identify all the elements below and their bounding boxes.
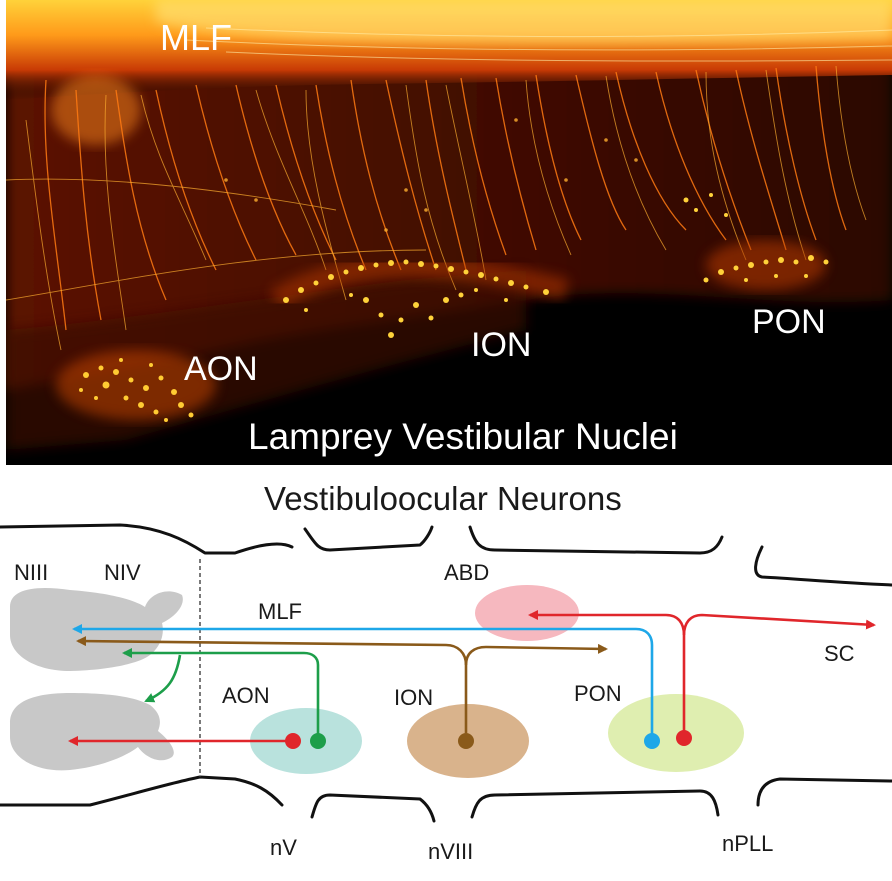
schematic-title: Vestibuloocular Neurons <box>264 480 622 517</box>
label-nv: nV <box>270 835 297 860</box>
abd-region <box>475 585 579 641</box>
brainstem-outline-top <box>0 523 294 555</box>
pon-blue-neuron <box>644 733 660 749</box>
aon-cell-cluster <box>79 358 194 422</box>
micrograph-panel: MLF AON ION PON Lamprey Vestibular Nucle… <box>6 0 892 465</box>
brainstem-outline-bottom <box>0 775 284 807</box>
brainstem-outline-top <box>303 525 434 552</box>
label-aon: AON <box>222 683 270 708</box>
aon-red-neuron <box>285 733 301 749</box>
label-npll: nPLL <box>722 831 773 856</box>
niii-niv-nuclei <box>10 588 183 771</box>
pon-cell-cluster <box>683 193 829 283</box>
micrograph-title: Lamprey Vestibular Nuclei <box>248 416 678 457</box>
pon-region <box>608 694 744 772</box>
micro-label-ion: ION <box>471 326 531 364</box>
schematic-diagram: Vestibuloocular Neurons <box>0 480 892 864</box>
label-sc: SC <box>824 641 855 666</box>
pon-red-neuron <box>676 730 692 746</box>
red-abd-pathway <box>528 610 686 636</box>
schematic-panel: Vestibuloocular Neurons <box>0 465 892 881</box>
ion-neuron <box>458 733 474 749</box>
green-branch-pathway <box>144 654 182 703</box>
micrograph-image: MLF AON ION PON Lamprey Vestibular Nucle… <box>6 0 892 465</box>
label-pon: PON <box>574 681 622 706</box>
aon-green-neuron <box>310 733 326 749</box>
label-abd: ABD <box>444 560 489 585</box>
brainstem-outline-top <box>468 525 724 555</box>
micro-label-pon: PON <box>752 303 826 341</box>
brainstem-outline-top <box>754 545 892 587</box>
ion-cell-cluster <box>283 259 549 338</box>
label-niii: NIII <box>14 560 48 585</box>
brown-ion-right-pathway <box>464 643 608 666</box>
label-ion: ION <box>394 685 433 710</box>
brainstem-outline-bottom <box>470 789 720 819</box>
micro-label-aon: AON <box>184 350 258 388</box>
blue-mlf-pathway <box>72 624 654 740</box>
brainstem-outline-bottom <box>310 793 436 823</box>
label-nviii: nVIII <box>428 839 473 864</box>
micro-label-mlf: MLF <box>160 17 232 58</box>
brainstem-outline-bottom <box>756 777 892 807</box>
label-niv: NIV <box>104 560 141 585</box>
green-aon-pathway <box>122 648 320 740</box>
label-mlf: MLF <box>258 599 302 624</box>
aon-region <box>250 708 362 774</box>
